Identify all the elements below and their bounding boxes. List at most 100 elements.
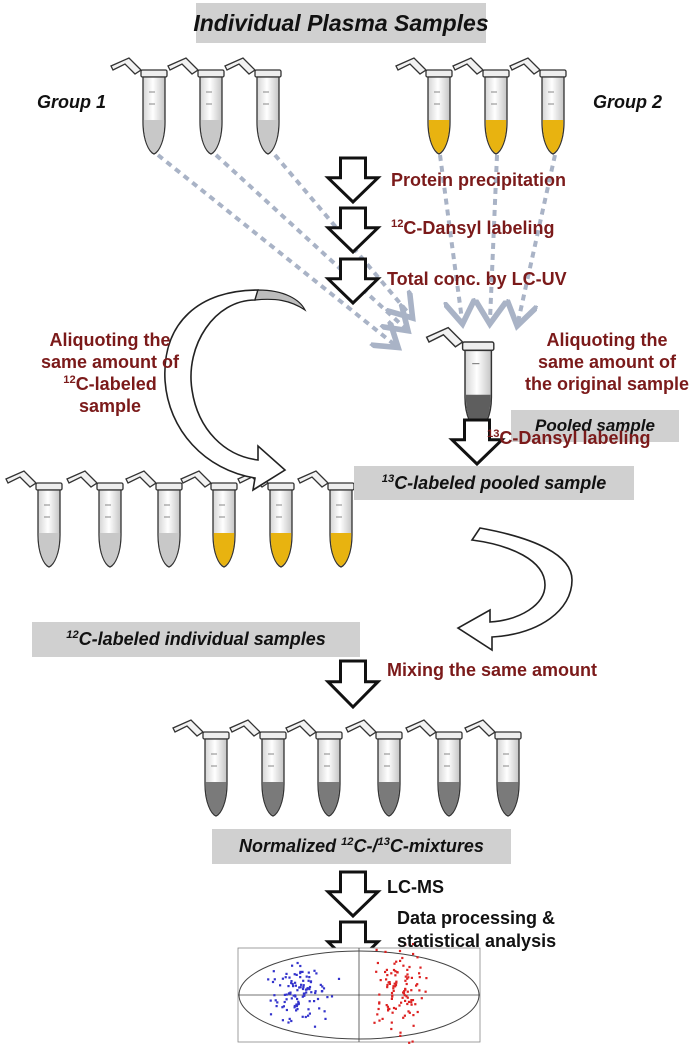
score-point-group1 <box>314 991 317 995</box>
score-point-group2 <box>392 985 395 988</box>
score-point-group2 <box>418 972 421 975</box>
group2-tube-3 <box>509 57 567 155</box>
score-point-group2 <box>386 983 389 987</box>
score-point-group2 <box>410 999 413 1002</box>
score-point-group1 <box>276 1001 279 1004</box>
score-point-group2 <box>404 975 407 978</box>
score-point-group1 <box>318 1007 321 1010</box>
score-point-group2 <box>407 976 410 979</box>
labeled-pooled-text: 13C-labeled pooled sample <box>382 473 606 494</box>
score-point-group2 <box>398 1004 401 1007</box>
left-aliquot-line1: Aliquoting the <box>49 330 171 350</box>
score-point-group1 <box>285 972 288 975</box>
score-point-group1 <box>304 1015 307 1019</box>
score-point-group1 <box>322 987 326 990</box>
score-point-group1 <box>299 972 302 975</box>
score-point-group1 <box>299 964 302 968</box>
score-point-group1 <box>301 1015 304 1018</box>
score-point-group1 <box>302 979 305 982</box>
score-point-group1 <box>293 1004 296 1008</box>
down-arrow-lcms <box>324 870 382 919</box>
curved-arrow-left-shade <box>254 289 307 312</box>
score-point-group2 <box>391 1011 394 1014</box>
score-point-group2 <box>388 1007 391 1010</box>
score-point-group1 <box>296 1008 299 1011</box>
score-point-group2 <box>405 995 408 998</box>
step-13c-text: C-Dansyl labeling <box>499 428 651 448</box>
labeled-individual-text-body: C-labeled individual samples <box>78 629 326 649</box>
score-point-group1 <box>307 971 310 974</box>
score-point-group2 <box>416 983 419 986</box>
labeled-pooled-box: 13C-labeled pooled sample <box>354 466 634 500</box>
score-point-group1 <box>285 998 288 1001</box>
score-point-group1 <box>299 970 302 973</box>
score-point-group1 <box>330 995 334 998</box>
step-total-conc: Total conc. by LC-UV <box>387 269 567 289</box>
score-point-group1 <box>307 1008 310 1011</box>
dotted-arrow-4 <box>438 154 462 320</box>
score-point-group1 <box>289 991 292 994</box>
down-arrow-protein <box>324 156 382 205</box>
score-point-group1 <box>283 993 286 996</box>
down-arrow-mixing <box>324 659 382 710</box>
pooled-sample-box: Pooled sample <box>511 410 679 442</box>
score-point-group1 <box>300 983 303 986</box>
score-point-group2 <box>406 990 409 993</box>
down-arrow-total-conc <box>324 257 382 306</box>
score-point-group1 <box>296 997 299 1001</box>
score-point-group2 <box>376 961 379 965</box>
score-point-group1 <box>292 994 295 997</box>
score-point-group1 <box>313 1000 316 1003</box>
score-point-group2 <box>410 1001 413 1004</box>
score-point-group2 <box>419 966 422 969</box>
score-point-group1 <box>324 1017 327 1020</box>
score-point-group1 <box>283 1000 286 1004</box>
score-point-group2 <box>403 990 406 993</box>
mixture-tube-6 <box>464 719 522 817</box>
normalized-mid: C-/ <box>353 836 378 856</box>
score-point-group1 <box>274 999 277 1002</box>
score-point-group2 <box>408 1041 411 1044</box>
score-point-group1 <box>293 1006 296 1009</box>
score-point-group2 <box>378 993 381 996</box>
dotted-arrow-1 <box>156 153 395 345</box>
score-point-group2 <box>402 992 406 995</box>
score-point-group1 <box>299 976 302 979</box>
score-point-group2 <box>403 994 406 997</box>
score-point-group2 <box>386 1005 389 1008</box>
score-point-group2 <box>394 1007 397 1010</box>
score-point-group1 <box>313 969 316 972</box>
right-aliquot-line2: same amount of <box>537 352 677 372</box>
score-point-group1 <box>315 972 318 975</box>
score-point-group1 <box>269 999 272 1002</box>
score-point-group1 <box>295 973 298 976</box>
labeled-individual-text: 12C-labeled individual samples <box>66 629 326 650</box>
step-12c-dansyl-labeling: 12C-Dansyl labeling <box>391 218 554 239</box>
labeled-individual-tube-5 <box>237 470 295 568</box>
pooled-sample-tube <box>425 326 495 432</box>
score-point-group1 <box>288 976 291 979</box>
down-arrow-13c-labeling <box>448 418 506 467</box>
score-point-group1 <box>273 994 276 997</box>
score-point-group2 <box>400 1001 403 1004</box>
score-point-group1 <box>323 1010 326 1013</box>
score-point-group1 <box>290 1019 293 1023</box>
score-point-group1 <box>296 961 299 965</box>
score-point-group2 <box>414 1003 417 1006</box>
labeled-individual-box: 12C-labeled individual samples <box>32 622 360 657</box>
score-point-group1 <box>319 983 322 986</box>
score-point-group2 <box>406 977 409 980</box>
score-point-group2 <box>375 948 378 951</box>
score-point-group2 <box>408 1011 411 1014</box>
isotope-13: 13 <box>487 428 500 440</box>
score-point-group2 <box>410 1003 413 1006</box>
score-point-group2 <box>425 977 428 980</box>
normalized-prefix: Normalized <box>239 836 342 856</box>
score-point-group1 <box>301 987 305 991</box>
step-13c-dansyl-labeling: 13C-Dansyl labeling <box>487 428 650 449</box>
labeled-individual-tube-6 <box>297 470 355 568</box>
labeled-individual-tube-3 <box>125 470 183 568</box>
score-point-group1 <box>303 994 306 997</box>
mixture-tube-5 <box>405 719 463 817</box>
